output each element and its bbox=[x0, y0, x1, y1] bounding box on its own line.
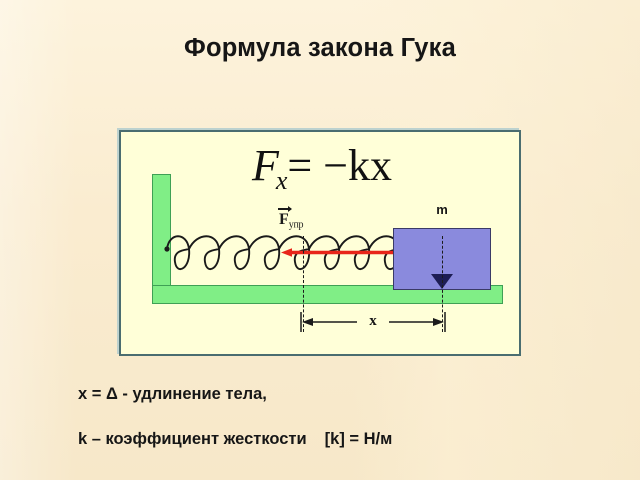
formula-right-hand-side: = −kx bbox=[287, 141, 393, 190]
force-subscript: упр bbox=[288, 219, 304, 231]
force-vector-label: Fупр bbox=[279, 211, 304, 231]
formula-force-symbol: F bbox=[251, 141, 279, 190]
caption-line-1: x = Δ - удлинение тела, bbox=[78, 385, 267, 403]
stiffness-unit: [k] = Н/м bbox=[324, 430, 393, 448]
page-title: Формула закона Гука bbox=[183, 34, 457, 62]
diagram-panel-inner: Fx= −kx m Fупр bbox=[121, 132, 519, 354]
reference-line-left bbox=[303, 236, 304, 332]
displacement-label: x bbox=[357, 313, 389, 330]
force-symbol: F bbox=[279, 211, 289, 228]
diagram-panel: Fx= −kx m Fупр bbox=[119, 130, 521, 356]
elastic-force-arrow bbox=[281, 248, 396, 257]
caption-line-2: k – коэффициент жесткости [k] = Н/м bbox=[78, 430, 392, 449]
spring-anchor-point bbox=[164, 246, 170, 252]
mass-label: m bbox=[436, 202, 448, 217]
hooke-law-formula: Fx= −kx bbox=[121, 140, 523, 196]
reference-line-right bbox=[442, 236, 443, 332]
formula-subscript: x bbox=[275, 165, 288, 195]
stiffness-definition: k – коэффициент жесткости bbox=[78, 430, 307, 448]
